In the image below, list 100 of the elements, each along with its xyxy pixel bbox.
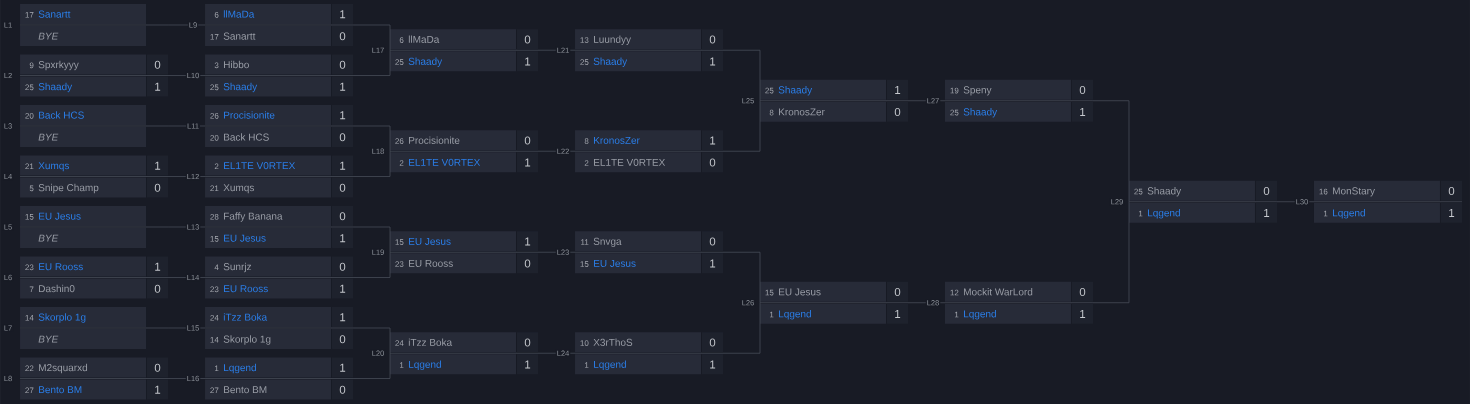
player-name: Hibbo [224,60,249,69]
player-name: Back HCS [39,111,84,119]
connector-line [352,24,391,51]
player-name: Bento BM [224,386,267,394]
connector-line [352,49,391,76]
score-cell: 0 [147,278,168,299]
seed-number: 20 [25,113,34,119]
match-card [19,54,169,97]
seed-number: 12 [950,289,959,296]
score-cell: 1 [1256,202,1277,223]
seed-number: 24 [210,315,219,321]
player-name: EU Rooss [409,259,453,267]
score-cell: 1 [332,228,353,248]
seed-number: 20 [210,135,219,141]
score-cell: 1 [332,4,353,24]
player-name: Xumqs [223,184,254,194]
score-cell: 1 [332,105,353,125]
score-cell: 1 [147,76,168,97]
score-cell: 1 [332,357,353,378]
seed-number: 1 [584,362,589,368]
seed-number: 1 [1323,210,1328,217]
seed-number: 25 [210,84,219,91]
player-name: Shaady [1147,187,1182,197]
connector-line [352,327,391,354]
seed-number: 25 [950,109,959,116]
score-cell: 0 [332,256,353,277]
seed-number: 14 [25,315,34,321]
score-cell: 0 [147,54,168,75]
connector-line [352,352,391,379]
seed-number: 16 [1319,188,1328,195]
player-name: Sanartt [223,32,256,40]
score-cell: 0 [332,206,353,226]
seed-number: 27 [25,387,34,394]
player-name: Procisionite [409,136,460,144]
score-cell: 1 [1072,303,1093,324]
player-name: Procisionite [224,111,275,119]
player-name: Speny [963,86,992,96]
match-card [389,332,539,375]
score-cell: 0 [332,26,353,46]
seed-number: 21 [25,163,34,170]
player-name: iTzz Boka [408,338,453,346]
score-cell: 1 [887,303,908,324]
player-name: X3rThoS [593,338,633,346]
connector-line [1092,100,1130,203]
connector-line [722,251,761,304]
player-name: EU Jesus [409,237,451,245]
player-name: Shaady [408,57,443,67]
score-cell: 1 [147,256,168,277]
player-name: EL1TE V0RTEX [224,162,296,170]
bye-label: BYE [38,32,59,40]
score-cell: 1 [887,79,908,100]
match-card [389,29,539,72]
score-cell: 1 [332,278,353,299]
score-cell: 1 [147,155,168,176]
seed-number: 25 [1134,188,1143,195]
match-card [574,29,724,72]
player-name: Faffy Banana [224,212,283,222]
player-name: Sunrjz [223,262,252,273]
match-card [574,231,724,274]
seed-number: 7 [29,286,34,293]
player-name: Snvga [593,237,622,247]
player-name: EU Rooss [224,285,268,293]
player-name: EU Jesus [779,288,821,296]
seed-number: 15 [210,236,219,242]
player-name: EL1TE V0RTEX [409,158,481,166]
player-name: Shaady [963,108,998,118]
score-cell: 1 [702,253,723,274]
score-cell: 0 [702,152,723,173]
match-card [19,256,169,299]
seed-number: 8 [584,138,589,144]
seed-number: 11 [581,239,589,245]
seed-number: 25 [395,59,404,65]
score-cell: 0 [332,54,353,75]
seed-number: 15 [765,289,774,296]
player-name: Skorplo 1g [223,335,271,345]
score-cell: 1 [517,231,538,252]
seed-number: 8 [769,109,774,116]
score-cell: 0 [517,29,538,50]
connector-line [167,75,206,76]
score-cell: 0 [332,329,353,349]
seed-number: 25 [765,87,774,94]
seed-number: 1 [769,311,774,318]
match-card [759,79,909,122]
score-cell: 0 [147,177,168,198]
player-name: Snipe Champ [38,183,99,194]
player-name: llMaDa [223,10,255,18]
match-card [1128,180,1278,223]
score-cell: 1 [332,155,353,176]
player-name: Lqgend [224,363,256,374]
seed-number: 6 [214,12,219,18]
match-card [389,231,539,274]
player-name: Shaady [778,86,813,96]
score-cell: 1 [702,354,723,375]
score-cell: 1 [702,51,723,72]
player-name: M2squarxd [39,363,88,374]
connector-line [167,378,206,379]
match-card [19,155,169,198]
seed-number: 26 [210,113,219,119]
score-cell: 0 [332,379,353,400]
seed-number: 21 [210,185,219,192]
